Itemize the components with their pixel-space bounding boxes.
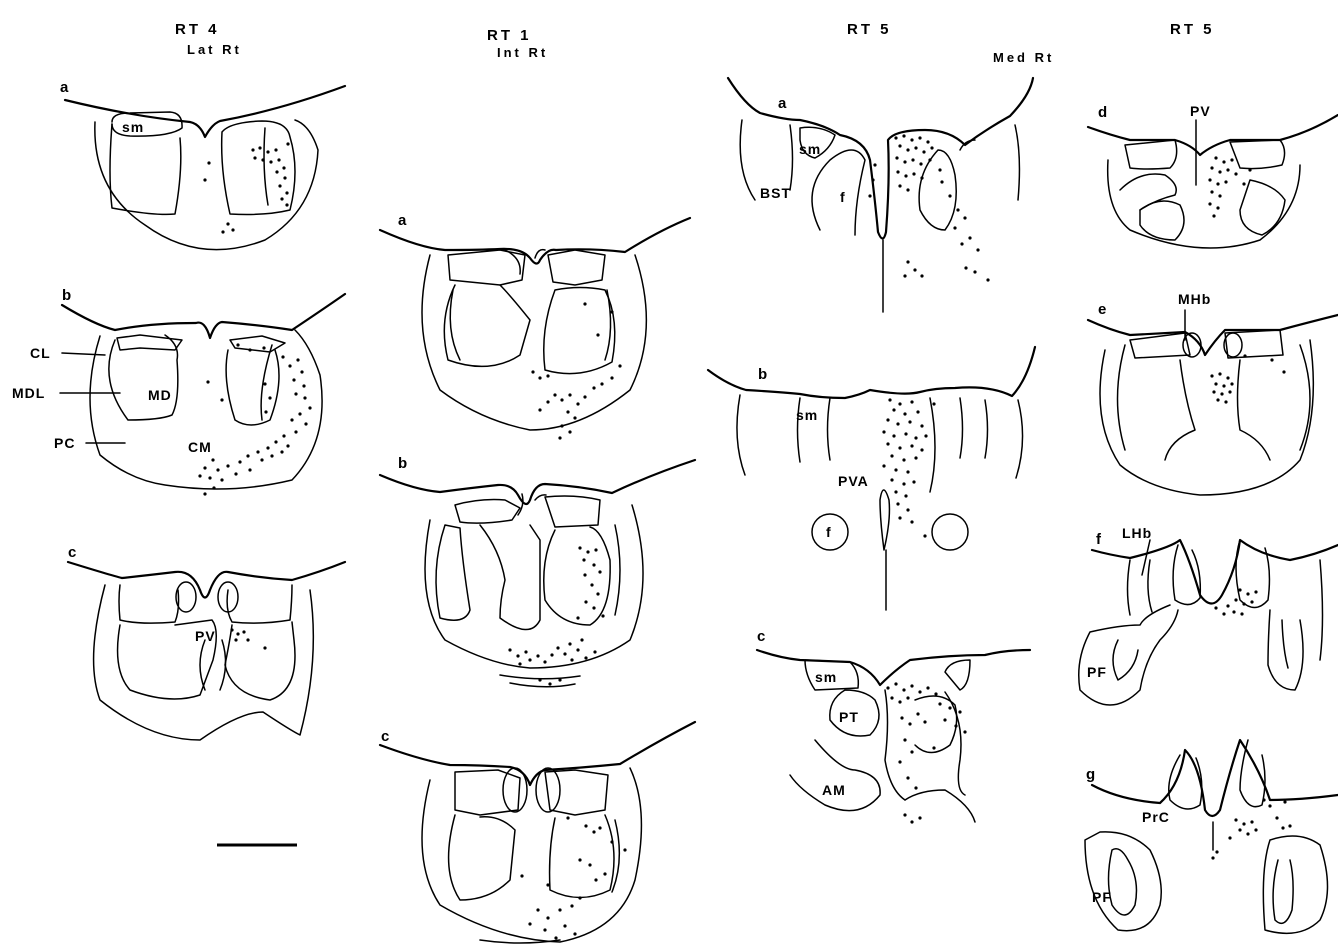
panel-letter: b: [398, 455, 407, 472]
label-sm: sm: [796, 407, 818, 423]
label-sm: sm: [122, 119, 144, 135]
col3-panel-a: a sm BST f: [728, 78, 1033, 312]
labeled-neurons: [1208, 156, 1251, 217]
panel-letter: b: [758, 366, 767, 383]
panel-letter: b: [62, 287, 71, 304]
labeled-neurons: [203, 142, 289, 233]
label-AM: AM: [822, 782, 846, 798]
col3-subtitle: Med Rt: [993, 50, 1054, 65]
col2-panel-a: a: [380, 212, 690, 440]
col4-panel-f: f LHb PF: [1079, 525, 1338, 705]
label-BST: BST: [760, 185, 791, 201]
col2-title: RT 1: [487, 27, 532, 44]
panel-letter: c: [381, 728, 389, 745]
labeled-neurons: [1211, 798, 1291, 859]
label-MHb: MHb: [1178, 291, 1211, 307]
panel-letter: a: [398, 212, 407, 229]
col3-panel-b: b sm PVA f: [708, 347, 1035, 610]
col1-subtitle: Lat Rt: [187, 42, 242, 57]
col4-title: RT 5: [1170, 21, 1215, 38]
panel-letter: e: [1098, 301, 1106, 318]
label-PV: PV: [1190, 103, 1211, 119]
label-MDL: MDL: [12, 385, 45, 401]
panel-letter: a: [778, 95, 787, 112]
label-PF: PF: [1087, 664, 1107, 680]
label-PVA: PVA: [838, 473, 869, 489]
label-PT: PT: [839, 709, 859, 725]
col2-panel-c: c: [380, 722, 695, 943]
labeled-neurons: [198, 343, 311, 495]
col2-panel-b: b: [380, 455, 695, 687]
panel-letter: a: [60, 79, 69, 96]
labeled-neurons: [882, 398, 935, 537]
label-sm: sm: [799, 141, 821, 157]
panel-letter: c: [757, 628, 765, 645]
labeled-neurons: [230, 628, 266, 649]
col1-panel-b: b CL MDL MD PC CM: [12, 287, 345, 496]
col3-panel-c: c sm PT AM: [757, 628, 1030, 824]
labeled-neurons: [1210, 354, 1285, 403]
label-f: f: [826, 524, 832, 540]
label-PV: PV: [195, 628, 216, 644]
label-CM: CM: [188, 439, 212, 455]
panel-letter: d: [1098, 104, 1107, 121]
label-PrC: PrC: [1142, 809, 1170, 825]
col4-panel-g: g PrC PF: [1085, 740, 1338, 933]
label-PF: PF: [1092, 889, 1112, 905]
labeled-neurons: [531, 302, 621, 439]
label-CL: CL: [30, 345, 51, 361]
label-sm: sm: [815, 669, 837, 685]
panel-letter: g: [1086, 766, 1095, 783]
col1-title: RT 4: [175, 21, 220, 38]
panel-letter: c: [68, 544, 76, 561]
label-f: f: [840, 189, 846, 205]
col2-subtitle: Int Rt: [497, 45, 548, 60]
col4-panel-e: e MHb: [1088, 291, 1338, 495]
labeled-neurons: [508, 546, 604, 685]
labeled-neurons: [1214, 588, 1257, 615]
label-PC: PC: [54, 435, 75, 451]
col3-title: RT 5: [847, 21, 892, 38]
col1-panel-a: a sm: [60, 79, 345, 250]
col4-panel-d: d PV: [1088, 103, 1338, 248]
label-MD: MD: [148, 387, 172, 403]
panel-letter: f: [1096, 531, 1102, 548]
col1-panel-c: c PV: [68, 544, 345, 845]
label-LHb: LHb: [1122, 525, 1152, 541]
